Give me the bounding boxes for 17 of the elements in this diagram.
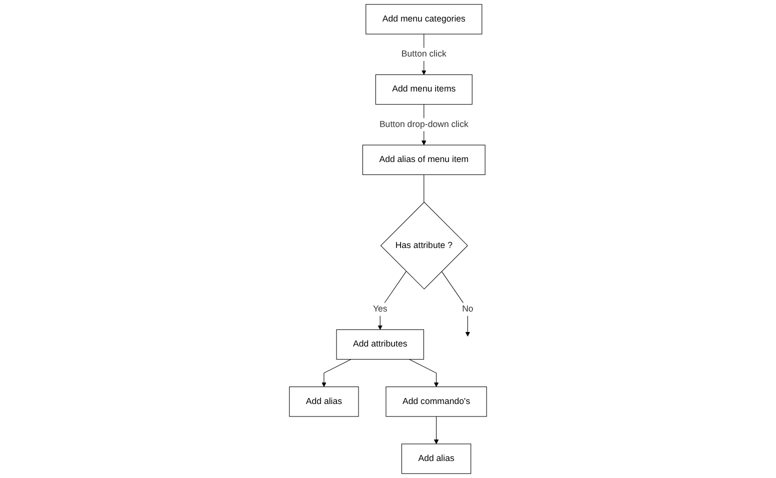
arrow [409,359,439,388]
node-box: Add commando's [386,386,487,417]
edge-label: Yes [372,304,388,314]
node-box: Add attributes [336,329,424,360]
node-diamond: Has attribute ? [380,202,468,290]
arrow [441,271,470,336]
node-box: Add menu items [375,74,472,105]
arrow [434,416,439,444]
node-box: Add alias [289,386,359,417]
node-box: Add menu categories [366,4,482,34]
node-box: Add alias of menu item [362,144,486,175]
edge-label: Button click [401,49,446,59]
arrow [378,271,406,330]
edge-label: No [462,304,474,314]
node-box: Add alias [401,444,472,474]
edge-label: Button drop-down click [379,120,468,130]
arrow [322,359,352,388]
